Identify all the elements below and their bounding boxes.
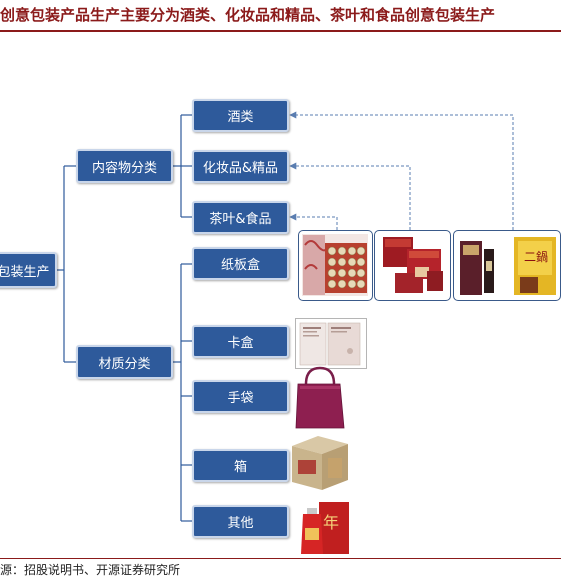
node-liquor-label: 酒类 — [227, 110, 254, 125]
handbag-photo — [292, 362, 347, 430]
bottom-divider — [0, 558, 561, 559]
tea-food-photo — [298, 230, 373, 301]
cosmetics-photo — [374, 230, 451, 301]
svg-text:二鍋: 二鍋 — [524, 249, 548, 264]
source-note: 源：招股说明书、开源证券研究所 — [0, 563, 181, 577]
node-handbag-label: 手袋 — [227, 391, 254, 406]
other-packaging-photo: 年 — [293, 494, 353, 557]
node-card-box-label: 卡盒 — [227, 336, 254, 351]
node-handbag: 手袋 — [192, 380, 289, 413]
carton-photo — [288, 432, 351, 494]
node-tea-food-label: 茶叶&食品 — [209, 212, 272, 227]
node-tea-food: 茶叶&食品 — [192, 201, 289, 234]
category-material-label: 材质分类 — [98, 356, 151, 372]
root-node: 包装生产 — [0, 252, 57, 288]
node-liquor: 酒类 — [192, 99, 289, 132]
node-carton: 箱 — [192, 449, 289, 482]
dashed-arrow-tea — [289, 213, 338, 230]
node-cosmetics: 化妆品&精品 — [192, 150, 289, 183]
dashed-arrow-liquor — [289, 111, 514, 230]
node-cardboard: 纸板盒 — [192, 247, 289, 280]
node-other: 其他 — [192, 505, 289, 538]
category-material: 材质分类 — [76, 345, 173, 379]
category-content-label: 内容物分类 — [91, 160, 157, 176]
liquor-photo: 二鍋 — [453, 230, 561, 301]
node-carton-label: 箱 — [233, 460, 247, 475]
page-title: 创意包装产品生产主要分为酒类、化妆品和精品、茶叶和食品创意包装生产 — [0, 6, 496, 24]
title-divider — [0, 30, 561, 32]
svg-text:年: 年 — [323, 513, 339, 532]
node-card-box: 卡盒 — [192, 325, 289, 358]
node-cardboard-label: 纸板盒 — [220, 258, 260, 273]
card-box-photo — [295, 318, 367, 369]
dashed-arrow-cosmetics — [289, 162, 411, 230]
node-cosmetics-label: 化妆品&精品 — [202, 161, 279, 176]
node-other-label: 其他 — [227, 516, 254, 531]
root-label: 包装生产 — [0, 264, 50, 280]
category-content: 内容物分类 — [76, 149, 173, 183]
